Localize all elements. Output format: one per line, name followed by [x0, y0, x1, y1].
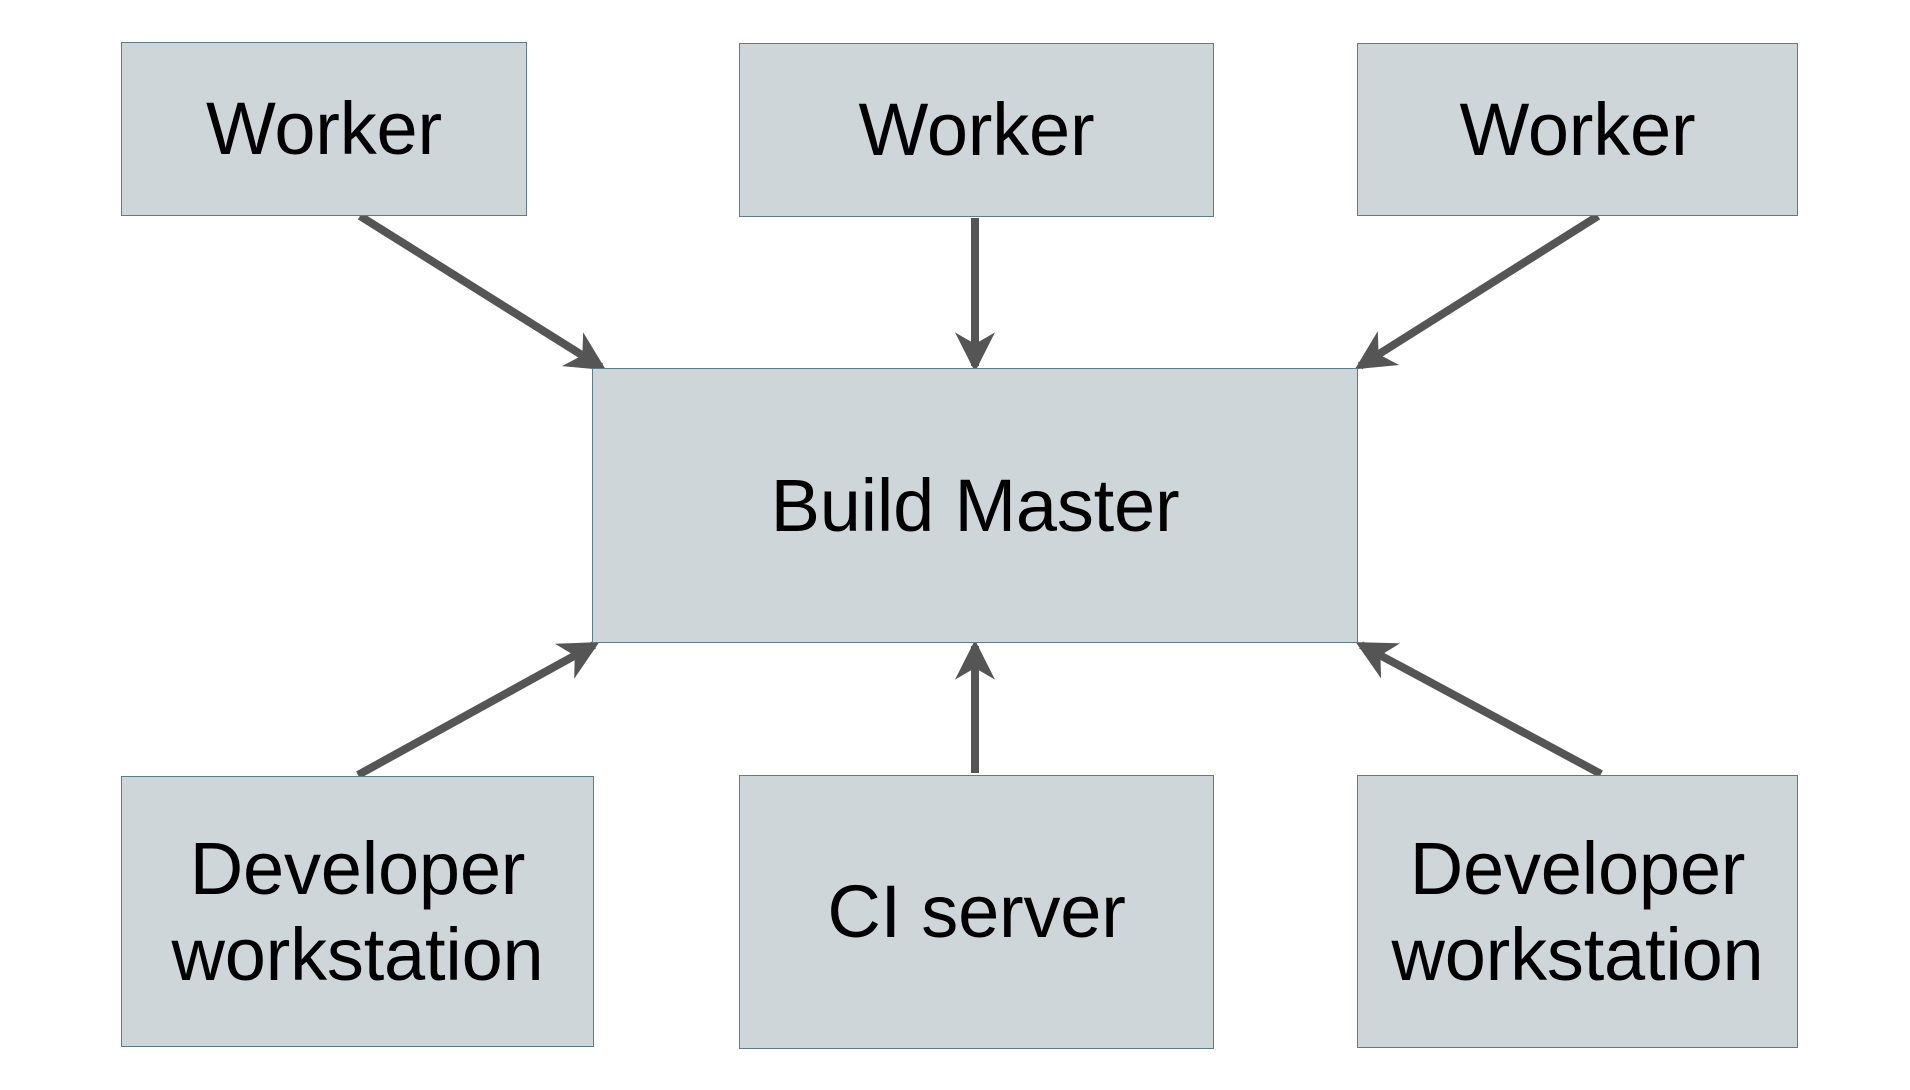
- node-worker-3-label: Worker: [1459, 87, 1696, 171]
- node-developer-workstation-right[interactable]: Developer workstation: [1357, 775, 1798, 1048]
- node-worker-2-label: Worker: [858, 88, 1095, 172]
- node-worker-3[interactable]: Worker: [1357, 43, 1798, 216]
- node-worker-1[interactable]: Worker: [121, 42, 527, 216]
- edge-worker-3-to-build-master: [1354, 212, 1601, 370]
- node-build-master[interactable]: Build Master: [592, 368, 1358, 643]
- node-worker-1-label: Worker: [206, 87, 442, 171]
- node-developer-workstation-left-label: Developer workstation: [171, 826, 544, 996]
- edge-developer-workstation-left-to-build-master: [356, 641, 600, 779]
- node-developer-workstation-left[interactable]: Developer workstation: [121, 776, 594, 1047]
- node-build-master-label: Build Master: [770, 463, 1180, 547]
- edge-developer-workstation-right-to-build-master: [1355, 641, 1603, 778]
- node-worker-2[interactable]: Worker: [739, 43, 1214, 217]
- edge-worker-1-to-build-master: [357, 212, 607, 371]
- node-ci-server[interactable]: CI server: [739, 775, 1214, 1049]
- node-ci-server-label: CI server: [827, 870, 1126, 954]
- node-developer-workstation-right-label: Developer workstation: [1391, 826, 1764, 996]
